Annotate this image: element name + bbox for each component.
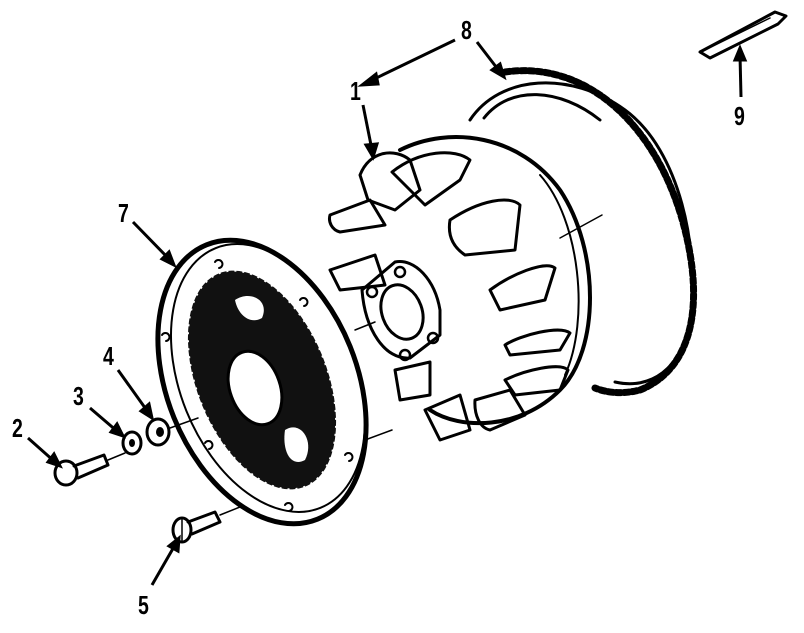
callout-3: 3	[73, 381, 84, 411]
lock-washer-3	[121, 430, 143, 456]
callout-4: 4	[103, 341, 114, 371]
callout-1: 1	[350, 76, 361, 106]
flywheel-plate	[155, 237, 369, 527]
fan-hub	[328, 135, 592, 442]
callout-9: 9	[734, 101, 745, 131]
ring-gear	[468, 67, 698, 397]
leader-lines	[27, 38, 748, 586]
callout-5: 5	[138, 590, 149, 620]
flat-washer-4	[145, 417, 199, 447]
key-9	[698, 10, 788, 60]
callout-8: 8	[461, 15, 472, 45]
callout-2: 2	[12, 413, 23, 443]
bolt-2	[53, 452, 126, 487]
callout-7: 7	[118, 198, 129, 228]
screw-5	[171, 506, 241, 544]
